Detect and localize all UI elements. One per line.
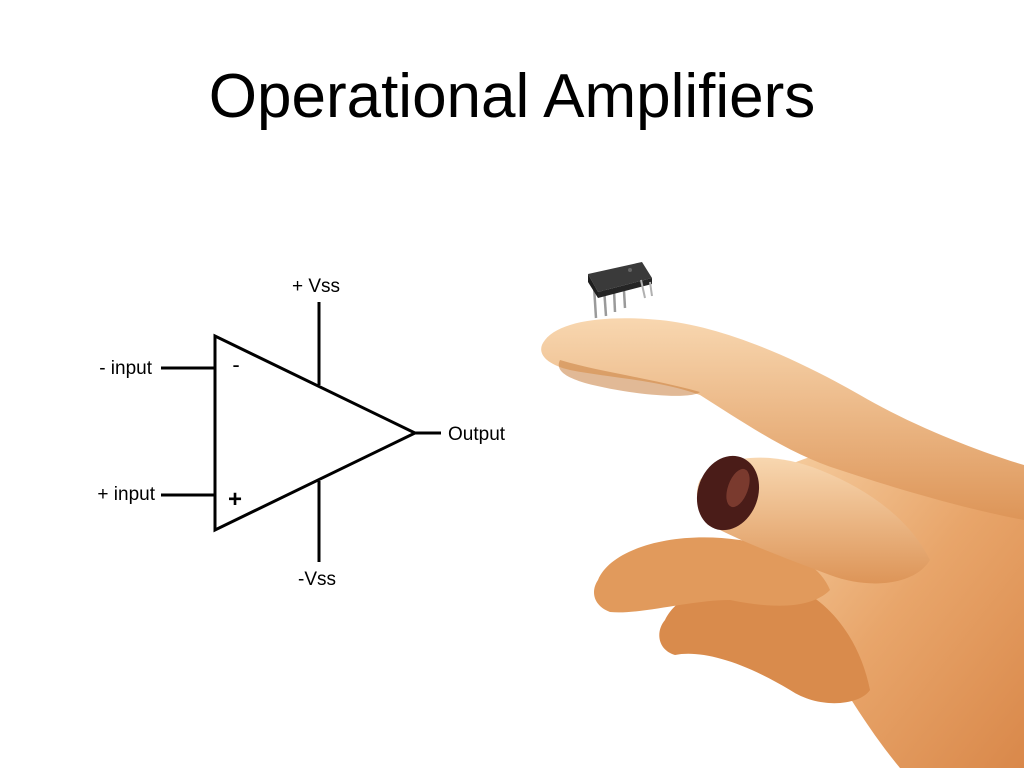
positive-supply-label: + Vss bbox=[292, 276, 340, 297]
dip-chip-front bbox=[598, 278, 652, 298]
hand-index-finger bbox=[541, 318, 1024, 520]
op-amp-schematic: - + + Vss -Vss - input + input Output bbox=[97, 276, 506, 590]
inverting-sign: - bbox=[232, 352, 239, 377]
noninverting-input-label: + input bbox=[97, 484, 155, 505]
dip-chip-notch bbox=[628, 268, 632, 272]
hand-holding-chip-photo bbox=[541, 262, 1024, 768]
fingertip-shadow bbox=[558, 360, 700, 396]
dip-chip-side bbox=[588, 274, 598, 298]
thumbnail-highlight bbox=[726, 468, 750, 508]
op-amp-triangle bbox=[213, 333, 419, 533]
slide-title: Operational Amplifiers bbox=[208, 62, 816, 131]
inverting-input-label: - input bbox=[99, 358, 153, 379]
noninverting-sign: + bbox=[228, 486, 242, 513]
hand-finger-lower bbox=[659, 579, 870, 704]
output-label: Output bbox=[448, 424, 506, 445]
dip-chip-body bbox=[588, 262, 652, 292]
hand-finger-middle bbox=[594, 537, 830, 613]
chip-pins-back bbox=[640, 279, 653, 299]
negative-supply-label: -Vss bbox=[298, 569, 336, 590]
